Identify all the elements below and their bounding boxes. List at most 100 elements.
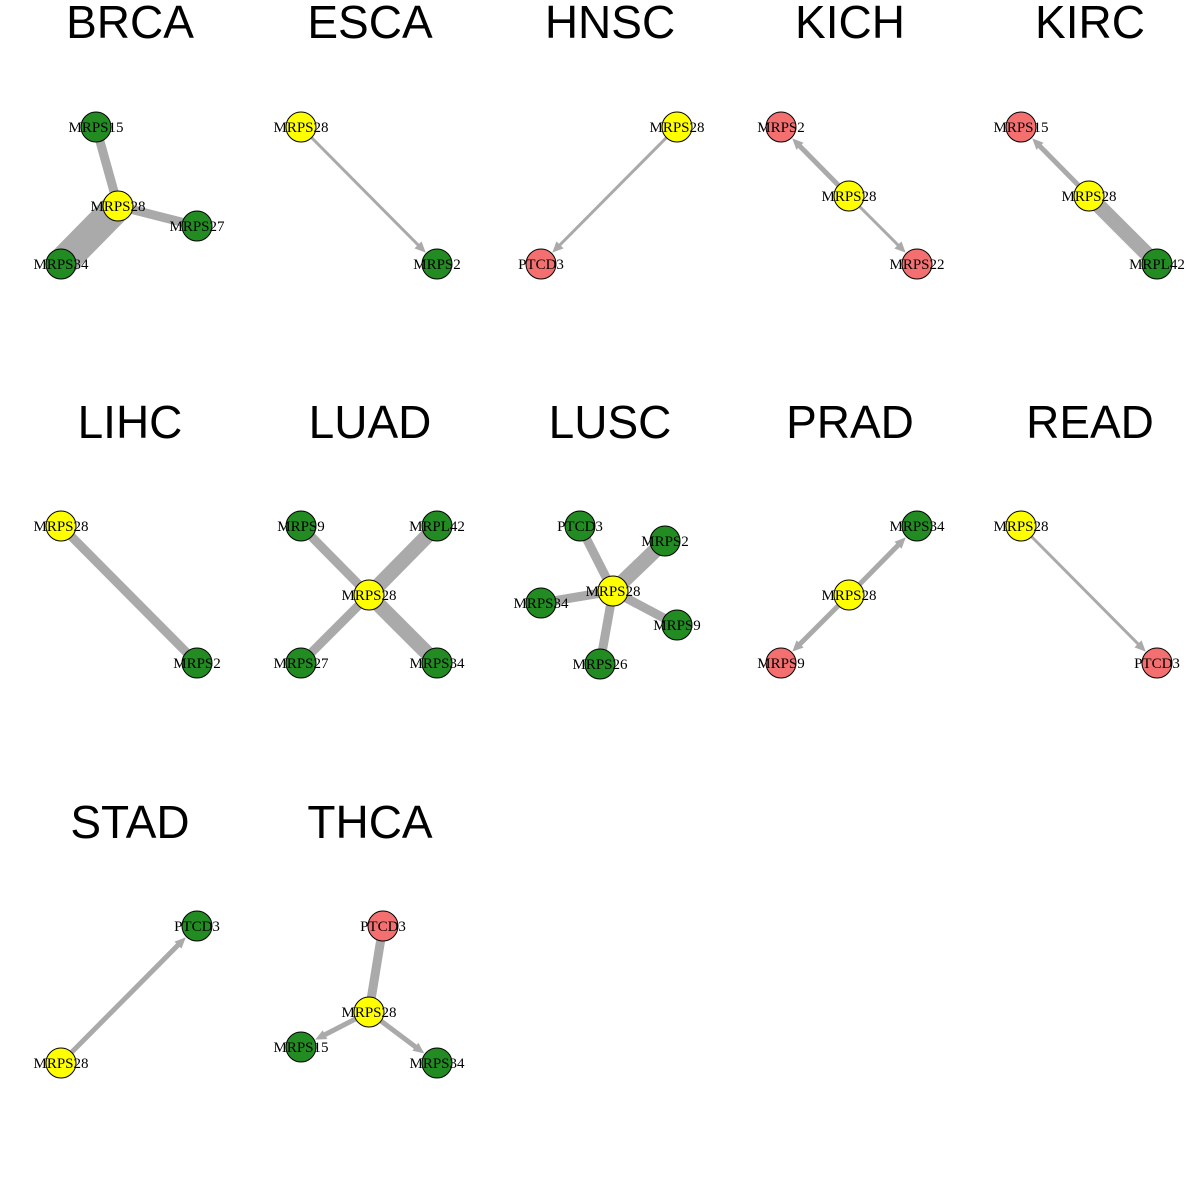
edges <box>315 925 425 1054</box>
node-mrps22: MRPS22 <box>889 248 945 280</box>
node-mrps34: MRPS34 <box>409 647 465 679</box>
node-mrps28: MRPS28 <box>273 111 329 143</box>
node-circle <box>367 910 399 942</box>
node-mrps2: MRPS2 <box>641 525 689 557</box>
node-circle <box>421 510 453 542</box>
node-circle <box>102 190 134 222</box>
node-circle <box>181 910 213 942</box>
node-label: MRPL42 <box>1129 257 1185 273</box>
edge-mrps28-ptcd3 <box>556 125 679 249</box>
panel-title: LUSC <box>549 396 672 448</box>
node-label: PTCD3 <box>1134 656 1180 672</box>
node-mrps15: MRPS15 <box>993 111 1049 143</box>
panel-title: LUAD <box>309 396 432 448</box>
node-label: MRPS28 <box>341 1005 396 1021</box>
node-mrps28: MRPS28 <box>821 180 877 212</box>
node-circle <box>901 510 933 542</box>
arrowhead <box>894 241 906 253</box>
arrowhead <box>792 138 804 150</box>
node-circle <box>649 525 681 557</box>
node-label: MRPS28 <box>273 120 328 136</box>
edge-mrps28-mrps9 <box>297 522 373 599</box>
arrowhead <box>894 537 906 549</box>
node-label: MRPS34 <box>33 257 89 273</box>
arrowhead <box>412 1042 425 1054</box>
node-label: MRPS28 <box>1061 189 1116 205</box>
node-circle <box>1073 180 1105 212</box>
node-ptcd3: PTCD3 <box>557 510 603 542</box>
node-mrps9: MRPS9 <box>277 510 325 542</box>
node-circle <box>285 647 317 679</box>
node-circle <box>525 587 557 619</box>
node-mrps28: MRPS28 <box>993 510 1049 542</box>
node-mrps28: MRPS28 <box>33 510 89 542</box>
node-mrps28: MRPS28 <box>1061 180 1117 212</box>
edge-mrps28-mrpl42 <box>1083 190 1163 270</box>
node-label: MRPS9 <box>757 656 805 672</box>
panels-layer: BRCAMRPS15MRPS28MRPS27MRPS34ESCAMRPS28MR… <box>33 0 1185 1079</box>
node-mrps34: MRPS34 <box>889 510 945 542</box>
node-circle <box>421 248 453 280</box>
node-label: MRPS2 <box>757 120 805 136</box>
panel-title: LIHC <box>78 396 183 448</box>
node-label: MRPS34 <box>409 656 465 672</box>
node-label: MRPS27 <box>169 219 225 235</box>
node-mrps9: MRPS9 <box>757 647 805 679</box>
node-label: MRPS34 <box>409 1056 465 1072</box>
node-circle <box>765 111 797 143</box>
edge-mrps28-ptcd3 <box>59 941 182 1065</box>
node-mrpl42: MRPL42 <box>1129 248 1185 280</box>
node-label: MRPS28 <box>821 189 876 205</box>
node-circle <box>353 996 385 1028</box>
node-label: MRPS34 <box>513 596 569 612</box>
node-circle <box>1141 647 1173 679</box>
panel-title: KICH <box>795 0 905 48</box>
node-mrps27: MRPS27 <box>273 647 329 679</box>
node-ptcd3: PTCD3 <box>518 248 564 280</box>
panel-title: READ <box>1026 396 1154 448</box>
node-label: MRPS2 <box>641 534 689 550</box>
node-mrps15: MRPS15 <box>68 111 124 143</box>
node-label: MRPS2 <box>173 656 221 672</box>
panel-title: KIRC <box>1035 0 1145 48</box>
node-circle <box>833 180 865 212</box>
node-ptcd3: PTCD3 <box>360 910 406 942</box>
edge-mrps28-ptcd3 <box>1019 524 1142 648</box>
node-circle <box>597 575 629 607</box>
node-mrps28: MRPS28 <box>649 111 705 143</box>
node-circle <box>584 648 616 680</box>
node-label: MRPS28 <box>649 120 704 136</box>
arrowhead <box>1032 138 1044 150</box>
edge-mrps28-mrps34 <box>363 589 443 669</box>
edge-mrps28-mrps2 <box>57 522 201 667</box>
node-mrps28: MRPS28 <box>90 190 146 222</box>
node-mrps2: MRPS2 <box>173 647 221 679</box>
node-label: MRPS15 <box>68 120 123 136</box>
node-circle <box>833 579 865 611</box>
arrowhead <box>174 937 186 949</box>
edge-mrps28-mrpl42 <box>363 520 443 601</box>
node-circle <box>353 579 385 611</box>
panel-title: HNSC <box>545 0 675 48</box>
node-circle <box>80 111 112 143</box>
node-label: MRPS28 <box>33 519 88 535</box>
edges <box>299 125 426 253</box>
node-circle <box>564 510 596 542</box>
panel-title: ESCA <box>307 0 433 48</box>
arrowhead <box>315 1030 328 1040</box>
node-label: MRPS26 <box>572 657 628 673</box>
node-label: MRPS27 <box>273 656 329 672</box>
node-mrps9: MRPS9 <box>653 609 701 641</box>
node-circle <box>765 647 797 679</box>
node-circle <box>45 248 77 280</box>
node-mrps2: MRPS2 <box>757 111 805 143</box>
node-mrps27: MRPS27 <box>169 210 225 242</box>
node-circle <box>181 647 213 679</box>
node-mrps15: MRPS15 <box>273 1031 329 1063</box>
